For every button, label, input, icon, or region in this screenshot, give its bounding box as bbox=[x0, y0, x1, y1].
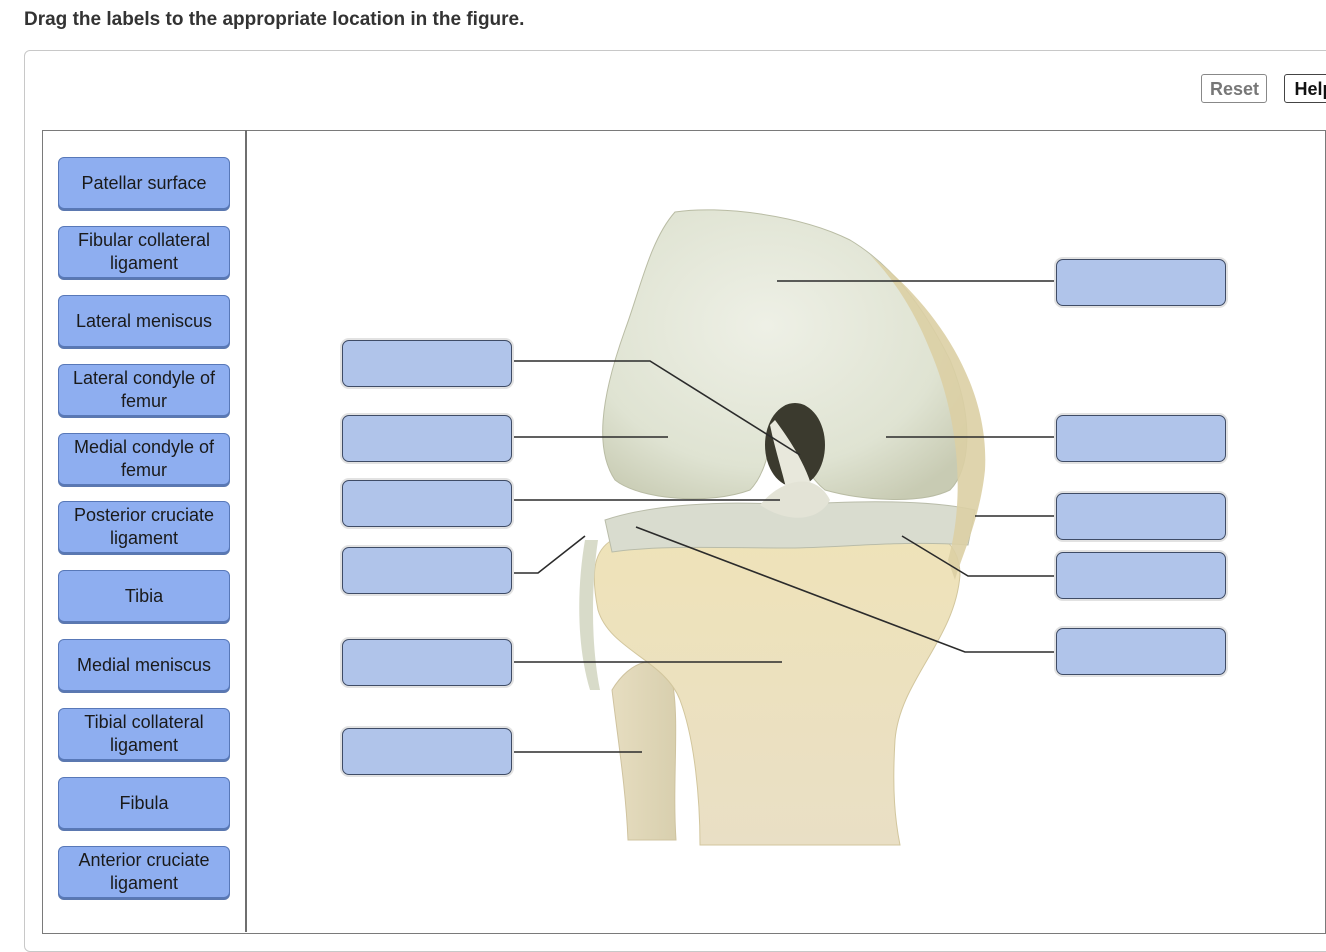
label-patellar-surface[interactable]: Patellar surface bbox=[58, 157, 230, 209]
label-anterior-cruciate-ligament[interactable]: Anterior cruciate ligament bbox=[58, 846, 230, 898]
drop-target-8[interactable] bbox=[1056, 552, 1226, 599]
drop-target-3[interactable] bbox=[342, 415, 512, 462]
drop-target-5[interactable] bbox=[342, 480, 512, 527]
meniscus-band bbox=[604, 501, 976, 553]
label-fibular-collateral-ligament[interactable]: Fibular collateral ligament bbox=[58, 226, 230, 278]
drop-target-2[interactable] bbox=[342, 340, 512, 387]
fibular-ligament-shape bbox=[579, 540, 600, 690]
label-lateral-condyle-of-femur[interactable]: Lateral condyle of femur bbox=[58, 364, 230, 416]
drop-target-6[interactable] bbox=[1056, 493, 1226, 540]
cruciate-ligaments-2 bbox=[760, 481, 830, 518]
drop-target-4[interactable] bbox=[1056, 415, 1226, 462]
drop-target-7[interactable] bbox=[342, 547, 512, 594]
capsule-shape bbox=[870, 255, 986, 580]
help-button[interactable]: Help bbox=[1284, 74, 1326, 103]
drop-target-9[interactable] bbox=[1056, 628, 1226, 675]
label-posterior-cruciate-ligament[interactable]: Posterior cruciate ligament bbox=[58, 501, 230, 553]
drop-target-10[interactable] bbox=[342, 639, 512, 686]
label-tibia[interactable]: Tibia bbox=[58, 570, 230, 622]
label-medial-condyle-of-femur[interactable]: Medial condyle of femur bbox=[58, 433, 230, 485]
label-medial-meniscus[interactable]: Medial meniscus bbox=[58, 639, 230, 691]
drop-target-1[interactable] bbox=[1056, 259, 1226, 306]
instructions: Drag the labels to the appropriate locat… bbox=[24, 9, 525, 30]
label-tibial-collateral-ligament[interactable]: Tibial collateral ligament bbox=[58, 708, 230, 760]
label-bank bbox=[42, 130, 247, 932]
reset-button[interactable]: Reset bbox=[1201, 74, 1267, 103]
drop-target-11[interactable] bbox=[342, 728, 512, 775]
label-fibula[interactable]: Fibula bbox=[58, 777, 230, 829]
label-lateral-meniscus[interactable]: Lateral meniscus bbox=[58, 295, 230, 347]
intercondylar-notch bbox=[765, 403, 825, 487]
